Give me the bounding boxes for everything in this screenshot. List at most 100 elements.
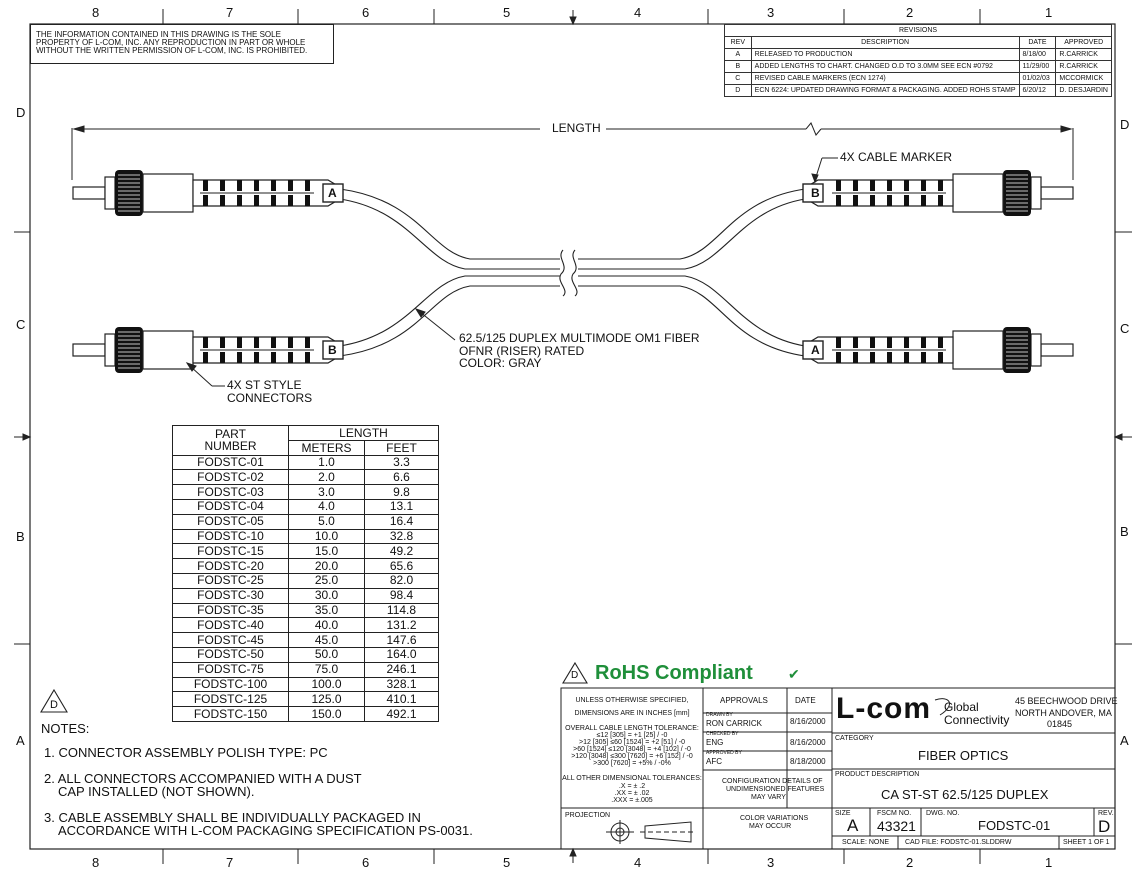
zone-bottom-1: 1 — [1045, 855, 1053, 870]
tolerance-line: OVERALL CABLE LENGTH TOLERANCE: — [565, 725, 699, 732]
notes-title: NOTES: — [41, 721, 90, 736]
tolerance-line: .XX = ± .02 — [614, 790, 650, 797]
feet-cell: 16.4 — [364, 513, 439, 530]
marker-label-a-upper-left: A — [328, 186, 337, 200]
dwg-no-value: FODSTC-01 — [978, 818, 1051, 833]
zone-top-2: 2 — [906, 5, 914, 20]
tolerance-line: >120 [3048] ≤300 [7620] = +6 [152] / -0 — [571, 753, 693, 760]
color-note-line-2: MAY OCCUR — [749, 823, 792, 830]
rev-label: REV. — [1098, 810, 1114, 817]
part-number-cell: FODSTC-150 — [172, 706, 289, 722]
category-label: CATEGORY — [835, 735, 874, 742]
revision-date: 6/20/12 — [1018, 84, 1057, 97]
l-com-logo: L-com — [836, 692, 931, 725]
feet-cell: 98.4 — [364, 587, 439, 604]
rohs-rev-flag-letter: D — [571, 670, 579, 681]
feet-cell: 49.2 — [364, 543, 439, 560]
part-header-line-1: PART — [215, 427, 246, 442]
feet-cell: 9.8 — [364, 484, 439, 500]
checked-by-label: CHECKED BY — [706, 731, 739, 737]
tolerance-line: ≤12 [305] = +1 [25] / -0 — [596, 732, 668, 739]
revision-approved: D. DESJARDIN — [1055, 84, 1112, 97]
approvals-header: APPROVALS — [720, 696, 768, 705]
part-number-header: PART NUMBER — [172, 425, 289, 456]
note-3-line-1: 3. CABLE ASSEMBLY SHALL BE INDIVIDUALLY … — [44, 810, 421, 825]
zone-top-5: 5 — [503, 5, 511, 20]
notes-rev-flag-icon — [40, 688, 68, 713]
scale-value: SCALE: NONE — [842, 839, 890, 846]
l-com-logo-icon — [934, 698, 950, 716]
zone-top-3: 3 — [767, 5, 775, 20]
feet-cell: 3.3 — [364, 454, 439, 471]
meters-cell: 2.0 — [288, 469, 365, 486]
feet-cell: 164.0 — [364, 646, 439, 663]
meters-cell: 5.0 — [288, 513, 365, 530]
zone-bottom-2: 2 — [906, 855, 914, 870]
address-line-3: 01845 — [1047, 719, 1073, 729]
zone-bottom-6: 6 — [362, 855, 370, 870]
address-line-2: NORTH ANDOVER, MA — [1015, 708, 1112, 718]
tolerance-line: >60 [1524] ≤120 [3048] = +4 [102] / -0 — [573, 746, 691, 753]
size-label: SIZE — [835, 810, 851, 817]
logo-tag-line-1: Global — [944, 700, 979, 714]
zone-bottom-5: 5 — [503, 855, 511, 870]
zone-right-D: D — [1120, 117, 1130, 132]
drawn-by-label: DRAWN BY — [706, 712, 733, 718]
rohs-check-icon: ✔ — [788, 666, 800, 682]
dwg-no-label: DWG. NO. — [926, 810, 960, 817]
part-header-line-2: NUMBER — [204, 439, 257, 454]
part-number-cell: FODSTC-125 — [172, 691, 289, 708]
approved-date: 8/18/2000 — [790, 757, 826, 766]
part-number-cell: FODSTC-05 — [172, 513, 289, 530]
logo-tag-line-2: Connectivity — [944, 713, 1010, 727]
connector-note-line-2: CONNECTORS — [227, 391, 313, 405]
part-number-cell: FODSTC-30 — [172, 587, 289, 604]
fiber-note-line-2: OFNR (RISER) RATED — [459, 344, 585, 358]
zone-left-D: D — [16, 105, 26, 120]
tolerance-line: DIMENSIONS ARE IN INCHES [mm] — [574, 710, 690, 717]
note-1: 1. CONNECTOR ASSEMBLY POLISH TYPE: PC — [44, 745, 328, 760]
config-note-line-1: CONFIGURATION DETAILS OF — [722, 778, 823, 785]
zone-left-B: B — [16, 529, 25, 544]
checked-date: 8/16/2000 — [790, 738, 826, 747]
size-value: A — [847, 816, 859, 835]
approved-by-value: AFC — [706, 757, 722, 766]
fiber-note-line-3: COLOR: GRAY — [459, 356, 542, 370]
zone-left-C: C — [16, 317, 26, 332]
proprietary-notice-line-2: PROPERTY OF L-COM, INC. ANY REPRODUCTION… — [36, 38, 306, 47]
tolerance-line: >300 [7620] = +5% / -0% — [593, 760, 671, 767]
product-desc-value: CA ST-ST 62.5/125 DUPLEX — [881, 787, 1049, 802]
note-2-line-2: CAP INSTALLED (NOT SHOWN). — [58, 784, 255, 799]
zone-bottom-3: 3 — [767, 855, 775, 870]
length-dimension-label: LENGTH — [548, 121, 605, 136]
meters-cell: 125.0 — [288, 691, 365, 708]
proprietary-notice-line-3: WITHOUT THE WRITTEN PERMISSION OF L-COM,… — [36, 46, 308, 55]
tolerance-line: >12 [305] ≤60 [1524] = +2 [51] / -0 — [578, 739, 685, 746]
zone-right-B: B — [1120, 524, 1129, 539]
checked-by-value: ENG — [706, 738, 724, 747]
part-number-cell: FODSTC-03 — [172, 484, 289, 500]
category-value: FIBER OPTICS — [918, 748, 1009, 763]
connector-note-line-1: 4X ST STYLE — [227, 378, 302, 392]
revisions-table: REVISIONS REV DESCRIPTION DATE APPROVED … — [724, 24, 1112, 97]
zone-top-7: 7 — [226, 5, 234, 20]
zone-left-A: A — [16, 733, 25, 748]
product-desc-label: PRODUCT DESCRIPTION — [835, 771, 920, 778]
zone-right-A: A — [1120, 733, 1129, 748]
tolerance-line: UNLESS OTHERWISE SPECIFIED, — [575, 697, 689, 704]
part-number-cell: FODSTC-25 — [172, 572, 289, 589]
sheet-value: SHEET 1 OF 1 — [1063, 839, 1110, 846]
meters-cell: 150.0 — [288, 706, 365, 722]
zone-right-C: C — [1120, 321, 1130, 336]
